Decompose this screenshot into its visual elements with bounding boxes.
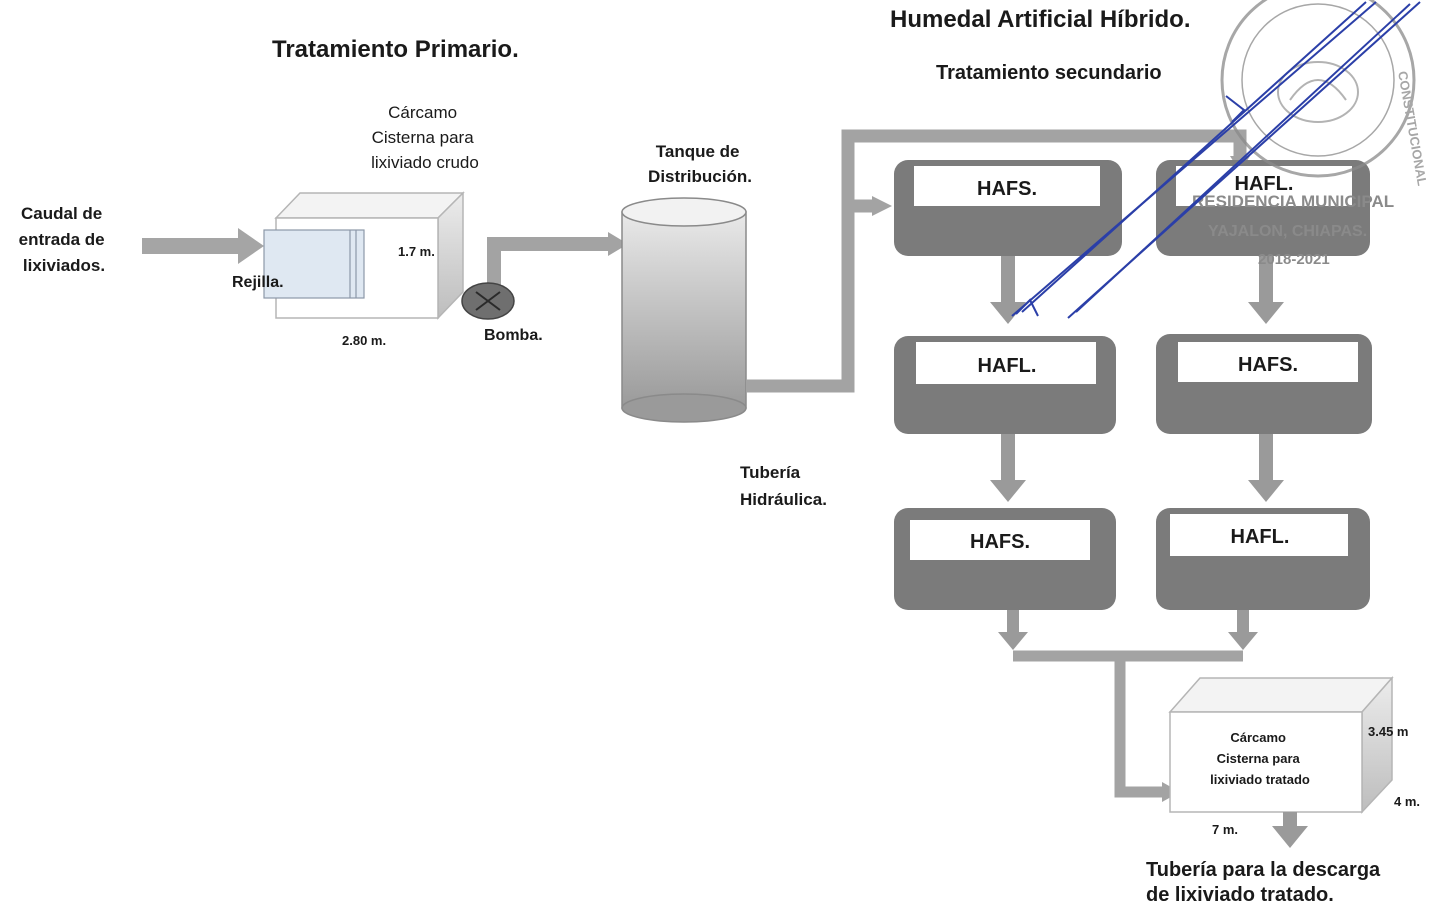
- signature: [1011, 1, 1421, 319]
- raw-sump-height: 1.7 m.: [398, 244, 435, 259]
- title-secondary: Tratamiento secundario: [936, 62, 1162, 84]
- official-seal: CONSTITUCIONAL: [1220, 0, 1430, 187]
- seal-line-3: 2018-2021: [1258, 251, 1330, 268]
- hydraulic-pipe: [746, 129, 1247, 393]
- flow-arrows: [990, 256, 1284, 650]
- title-hybrid-wetland: Humedal Artificial Híbrido.: [890, 6, 1190, 33]
- raw-sump-label: Cárcamo Cisterna para lixiviado crudo: [371, 103, 479, 172]
- treated-sump-label: Cárcamo Cisterna para lixiviado tratado: [1210, 730, 1310, 787]
- wetland-cell-label: HAFL.: [1231, 526, 1290, 548]
- seal-line-1: RESIDENCIA MUNICIPAL: [1192, 192, 1394, 211]
- pump-icon: [461, 232, 628, 320]
- wetland-column-right: HAFL. HAFS. HAFL.: [1156, 160, 1372, 610]
- wetland-cell-label: HAFL.: [978, 355, 1037, 377]
- grate-label: Rejilla.: [232, 274, 284, 291]
- grate: [263, 229, 365, 299]
- wetland-column-left: HAFS. HAFL. HAFS.: [894, 160, 1122, 610]
- seal-line-2: YAJALON, CHIAPAS.: [1208, 223, 1367, 240]
- distribution-tank: [621, 197, 747, 423]
- treated-sump-length: 7 m.: [1212, 822, 1238, 837]
- tank-label: Tanque de Distribución.: [648, 142, 752, 186]
- wetland-cell-label: HAFS.: [1238, 354, 1298, 376]
- raw-sump-length: 2.80 m.: [342, 333, 386, 348]
- inlet-arrow: [142, 228, 264, 264]
- collector-pipe: [1013, 650, 1243, 798]
- discharge-arrow: [1272, 812, 1308, 848]
- treated-sump-box: [1168, 676, 1394, 814]
- treated-sump-width: 4 m.: [1394, 794, 1420, 809]
- title-primary: Tratamiento Primario.: [272, 36, 519, 63]
- pump-label: Bomba.: [484, 327, 543, 344]
- wetland-cell-label: HAFL.: [1235, 173, 1294, 195]
- inlet-label: Caudal de entrada de lixiviados.: [19, 204, 110, 275]
- pipe-label: Tubería Hidráulica.: [740, 463, 827, 509]
- wetland-cell-label: HAFS.: [970, 531, 1030, 553]
- wetland-cell-label: HAFS.: [977, 178, 1037, 200]
- discharge-label: Tubería para la descarga de lixiviado tr…: [1146, 859, 1386, 906]
- raw-sump-box: [263, 191, 465, 320]
- pipe-arrow-left: [872, 196, 892, 216]
- treated-sump-height: 3.45 m: [1368, 724, 1408, 739]
